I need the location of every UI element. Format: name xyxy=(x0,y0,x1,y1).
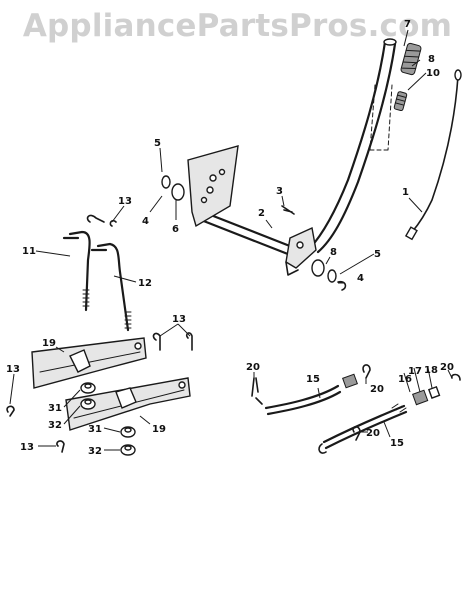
clip-upper-right xyxy=(362,364,371,379)
watermark: AppliancePartsPros.com xyxy=(22,8,453,44)
callout-18: 18 xyxy=(424,365,438,376)
release-spring xyxy=(393,91,408,112)
callout-20: 20 xyxy=(366,428,380,439)
callout-32: 32 xyxy=(88,446,102,457)
callout-10: 10 xyxy=(426,68,440,79)
hairpin-clip-lower-left xyxy=(6,405,15,417)
callout-6: 6 xyxy=(172,224,179,235)
callout-13: 13 xyxy=(118,196,132,207)
handle-grip xyxy=(400,42,422,76)
trunnion-upper xyxy=(342,373,358,389)
callout-20: 20 xyxy=(370,384,384,395)
adjust-rod-upper xyxy=(255,384,342,416)
lift-arm-upper xyxy=(31,337,147,389)
lift-link-right xyxy=(90,242,132,332)
callout-4: 4 xyxy=(142,216,149,227)
mounting-bracket xyxy=(187,145,239,228)
trunnion-nut xyxy=(427,385,441,399)
callout-11: 11 xyxy=(22,246,36,257)
callout-31: 31 xyxy=(48,403,62,414)
callout-17: 17 xyxy=(408,366,422,377)
lift-arm-lower xyxy=(65,377,191,431)
callout-1: 1 xyxy=(402,187,409,198)
leader-lines xyxy=(9,29,453,451)
callout-20: 20 xyxy=(440,362,454,373)
callout-13: 13 xyxy=(20,442,34,453)
callout-3: 3 xyxy=(276,186,283,197)
lift-handle xyxy=(308,38,397,254)
callout-15: 15 xyxy=(306,374,320,385)
callout-5: 5 xyxy=(374,249,381,260)
pivot-bracket xyxy=(285,226,317,276)
bushing-right xyxy=(311,259,347,291)
callout-19: 19 xyxy=(42,338,56,349)
hairpin-clip-bottom xyxy=(56,440,65,453)
callout-13: 13 xyxy=(6,364,20,375)
callout-2: 2 xyxy=(258,208,265,219)
callout-7: 7 xyxy=(404,19,411,30)
callout-4: 4 xyxy=(357,273,364,284)
nut-upper xyxy=(80,398,96,410)
lift-link-left xyxy=(62,230,91,312)
hairpin-clip-mid xyxy=(152,332,193,351)
spacer-lower xyxy=(120,426,136,438)
nut-lower xyxy=(120,444,136,456)
hairpin-clip-top xyxy=(86,214,117,227)
callout-19: 19 xyxy=(152,424,166,435)
cotter-pin xyxy=(281,205,295,215)
spacer-upper xyxy=(80,382,96,394)
callouts: 1 2 3 4 4 5 5 6 7 8 8 10 11 12 13 13 13 … xyxy=(6,19,454,457)
callout-12: 12 xyxy=(138,278,152,289)
callout-13: 13 xyxy=(172,314,186,325)
bushing-left xyxy=(161,175,185,201)
callout-20: 20 xyxy=(246,362,260,373)
clip-right xyxy=(450,373,461,381)
clip-upper-left xyxy=(251,377,259,397)
callout-32: 32 xyxy=(48,420,62,431)
release-rod xyxy=(404,69,462,241)
callout-31: 31 xyxy=(88,424,102,435)
callout-16: 16 xyxy=(398,374,412,385)
callout-8: 8 xyxy=(428,54,435,65)
callout-15: 15 xyxy=(390,438,404,449)
trunnion-block xyxy=(412,389,429,406)
callout-8: 8 xyxy=(330,247,337,258)
callout-5: 5 xyxy=(154,138,161,149)
